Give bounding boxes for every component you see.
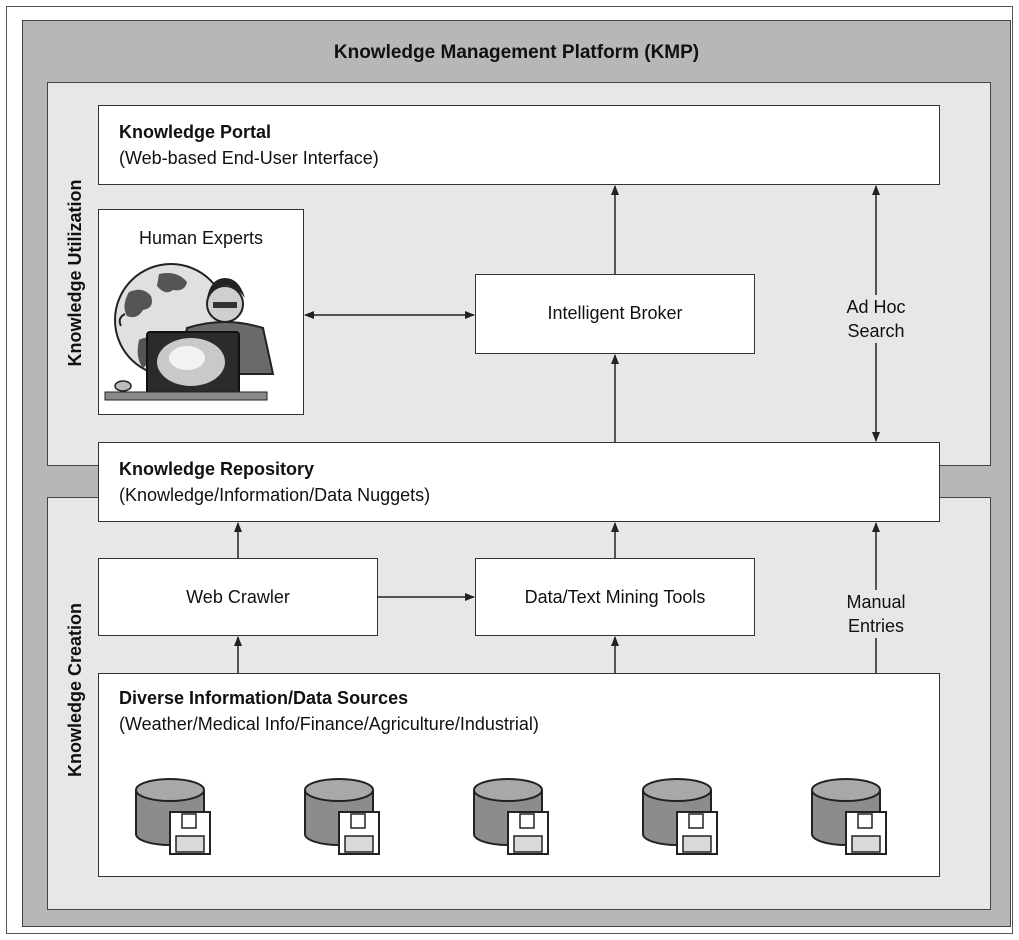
web-crawler-box: Web Crawler [98, 558, 378, 636]
expert-with-globe-and-laptop-icon [104, 263, 275, 401]
portal-subtitle: (Web-based End-User Interface) [119, 148, 379, 168]
human-experts-box: Human Experts [98, 209, 304, 415]
repository-subtitle: (Knowledge/Information/Data Nuggets) [119, 485, 431, 505]
ad-hoc-line1: Ad Hoc [846, 297, 906, 317]
intelligent-broker-box: Intelligent Broker [475, 274, 755, 354]
platform-title: Knowledge Management Platform (KMP) [333, 42, 700, 63]
mining-tools-label: Data/Text Mining Tools [524, 587, 706, 607]
repository-title: Knowledge Repository [119, 459, 315, 479]
mining-tools-box: Data/Text Mining Tools [475, 558, 755, 636]
database-with-disk-icon [642, 778, 718, 855]
broker-label: Intelligent Broker [547, 303, 683, 323]
manual-line2: Entries [847, 616, 905, 636]
database-with-disk-icon [473, 778, 549, 855]
manual-entries-label: Manual Entries [826, 590, 926, 638]
sources-subtitle: (Weather/Medical Info/Finance/Agricultur… [119, 714, 539, 734]
sources-title: Diverse Information/Data Sources [119, 688, 409, 708]
portal-title: Knowledge Portal [119, 122, 272, 142]
knowledge-portal-box: Knowledge Portal (Web-based End-User Int… [98, 105, 940, 185]
ad-hoc-line2: Search [847, 321, 905, 341]
web-crawler-label: Web Crawler [186, 587, 290, 607]
knowledge-repository-box: Knowledge Repository (Knowledge/Informat… [98, 442, 940, 522]
database-with-disk-icon [304, 778, 380, 855]
ad-hoc-search-label: Ad Hoc Search [826, 295, 926, 343]
database-with-disk-icon [811, 778, 887, 855]
human-experts-label: Human Experts [138, 228, 264, 248]
database-with-disk-icon [135, 778, 211, 855]
manual-line1: Manual [846, 592, 906, 612]
